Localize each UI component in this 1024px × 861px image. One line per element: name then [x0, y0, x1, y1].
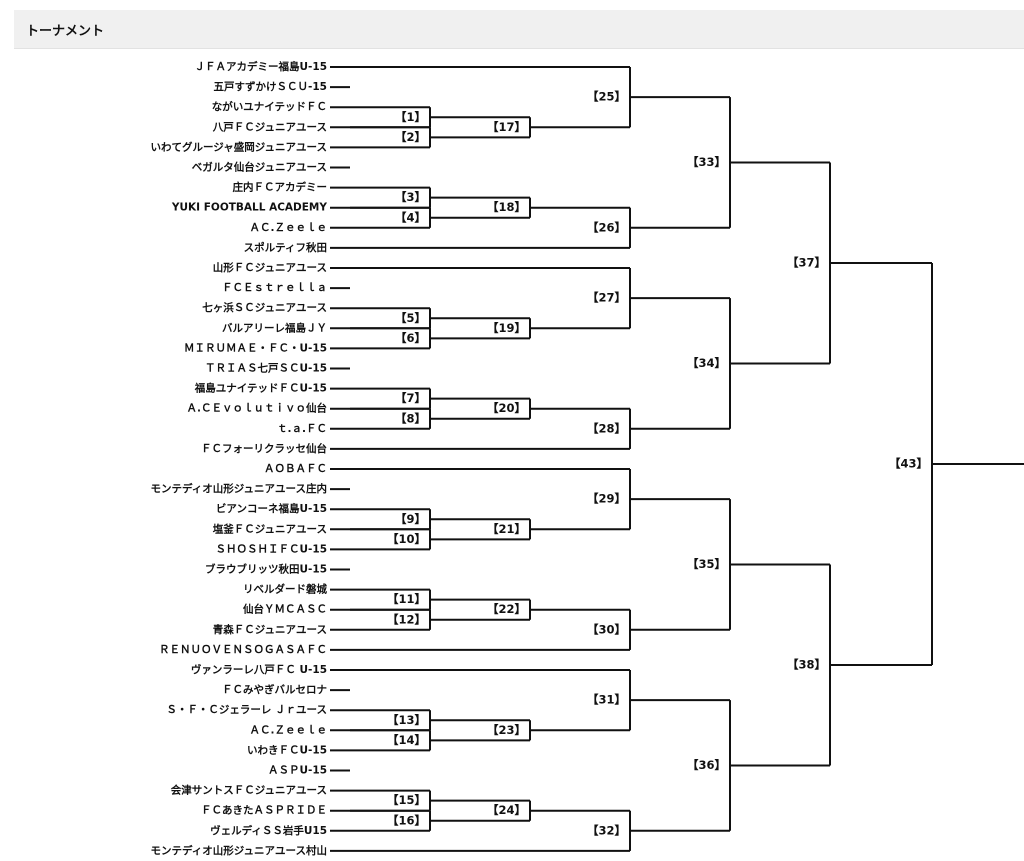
team-name: ＪＦＡアカデミー福島U-15 [195, 60, 328, 73]
match-label: 【31】 [587, 693, 626, 707]
team-name: いわきＦＣU-15 [247, 744, 327, 756]
match-label: 【33】 [687, 155, 726, 169]
team-name: Ａ.ＣＥｖｏｌｕｔｉｖｏ仙台 [187, 402, 328, 415]
match-label: 【35】 [687, 557, 726, 571]
team-name: ＦＣみやぎバルセロナ [222, 683, 327, 696]
match-label: 【20】 [487, 401, 526, 415]
match-label: 【17】 [487, 120, 526, 134]
match-label: 【13】 [387, 713, 426, 727]
match-label: 【22】 [487, 602, 526, 616]
match-label: 【11】 [387, 592, 426, 606]
team-name: 会津サントスＦＣジュニアユース [171, 784, 327, 797]
team-name: 仙台ＹＭＣＡＳＣ [243, 603, 327, 616]
match-label: 【38】 [787, 657, 826, 671]
team-name: 青森ＦＣジュニアユース [213, 623, 327, 636]
match-label: 【29】 [587, 492, 626, 506]
match-label: 【43】 [889, 456, 928, 470]
team-name: YUKI FOOTBALL ACADEMY [171, 202, 327, 214]
match-label: 【32】 [587, 823, 626, 837]
match-label: 【5】 [395, 311, 426, 325]
match-label: 【19】 [487, 321, 526, 335]
team-name: 塩釜ＦＣジュニアユース [213, 522, 327, 535]
team-name: 山形ＦＣジュニアユース [213, 261, 327, 274]
match-label: 【23】 [487, 723, 526, 737]
team-name: ＡＣ.Ｚｅｅｌｅ [250, 724, 328, 736]
match-label: 【18】 [487, 200, 526, 214]
team-name: 福島ユナイテッドＦＣU-15 [194, 382, 327, 395]
match-label: 【37】 [787, 255, 826, 269]
team-name: Ｓ・Ｆ・Ｃジェラーレ Ｊｒユース [166, 704, 327, 716]
team-name: ＦＣＥｓｔｒｅｌｌａ [222, 282, 327, 294]
page-title: トーナメント [26, 24, 105, 39]
match-label: 【12】 [387, 612, 426, 626]
match-label: 【3】 [395, 190, 426, 204]
match-label: 【26】 [587, 220, 626, 234]
team-name: ながいユナイテッドＦＣ [212, 100, 327, 113]
match-label: 【6】 [395, 331, 426, 345]
team-name: モンテディオ山形ジュニアユース庄内 [150, 482, 327, 495]
team-name: ＲＥＮＵＯＶＥＮＳＯＧＡＳＡＦＣ [159, 644, 327, 656]
match-label: 【9】 [395, 512, 426, 526]
team-name: ｔ.ａ.ＦＣ [277, 423, 327, 435]
team-name: 庄内ＦＣアカデミー [233, 181, 328, 194]
team-name: いわてグルージャ盛岡ジュニアユース [150, 140, 327, 153]
match-label: 【7】 [395, 391, 426, 405]
team-name: ＡＳＰU-15 [268, 765, 327, 777]
team-name: ブラウブリッツ秋田U-15 [205, 563, 327, 576]
team-name: ＡＯＢＡＦＣ [264, 463, 327, 475]
team-name: バルアリーレ福島ＪＹ [222, 321, 327, 334]
match-label: 【2】 [395, 130, 426, 144]
match-label: 【24】 [487, 803, 526, 817]
match-label: 【4】 [395, 210, 426, 224]
team-name: ＦＣあきたＡＳＰＲＩＤＥ [201, 804, 327, 817]
team-name: ＡＣ.Ｚｅｅｌｅ [250, 222, 328, 234]
match-label: 【30】 [587, 622, 626, 636]
match-label: 【16】 [387, 813, 426, 827]
match-label: 【28】 [587, 421, 626, 435]
page-header: トーナメント [14, 10, 1024, 49]
team-name: ヴァンラーレ八戸ＦＣ U-15 [191, 663, 327, 676]
team-name: 八戸ＦＣジュニアユース [212, 121, 327, 133]
match-label: 【36】 [687, 758, 726, 772]
match-label: 【1】 [395, 110, 426, 124]
team-name: ＴＲＩＡＳ七戸ＳＣU-15 [205, 362, 327, 375]
team-name: 五戸すずかけＳＣＵ-15 [214, 80, 327, 93]
match-label: 【27】 [587, 291, 626, 305]
team-name: 七ヶ浜ＳＣジュニアユース [202, 301, 327, 314]
match-label: 【25】 [587, 90, 626, 104]
match-label: 【15】 [387, 793, 426, 807]
team-name: ベガルタ仙台ジュニアユース [192, 161, 327, 174]
team-name: ビアンコーネ福島U-15 [216, 502, 327, 515]
team-name: ヴェルディＳＳ岩手U15 [210, 824, 327, 837]
match-label: 【14】 [387, 733, 426, 747]
team-name: モンテディオ山形ジュニアユース村山 [150, 844, 327, 857]
team-name: スポルティフ秋田 [244, 241, 327, 254]
team-name: ＭＩＲＵＭＡＥ・ＦＣ・U-15 [184, 342, 327, 354]
match-label: 【10】 [387, 532, 426, 546]
match-label: 【34】 [687, 356, 726, 370]
team-name: リベルダード磐城 [243, 583, 327, 596]
match-label: 【8】 [395, 411, 426, 425]
team-name: ＦＣフォーリクラッセ仙台 [201, 442, 327, 455]
match-label: 【21】 [487, 522, 526, 536]
team-name: ＳＨＯＳＨＩＦＣU-15 [216, 543, 328, 555]
